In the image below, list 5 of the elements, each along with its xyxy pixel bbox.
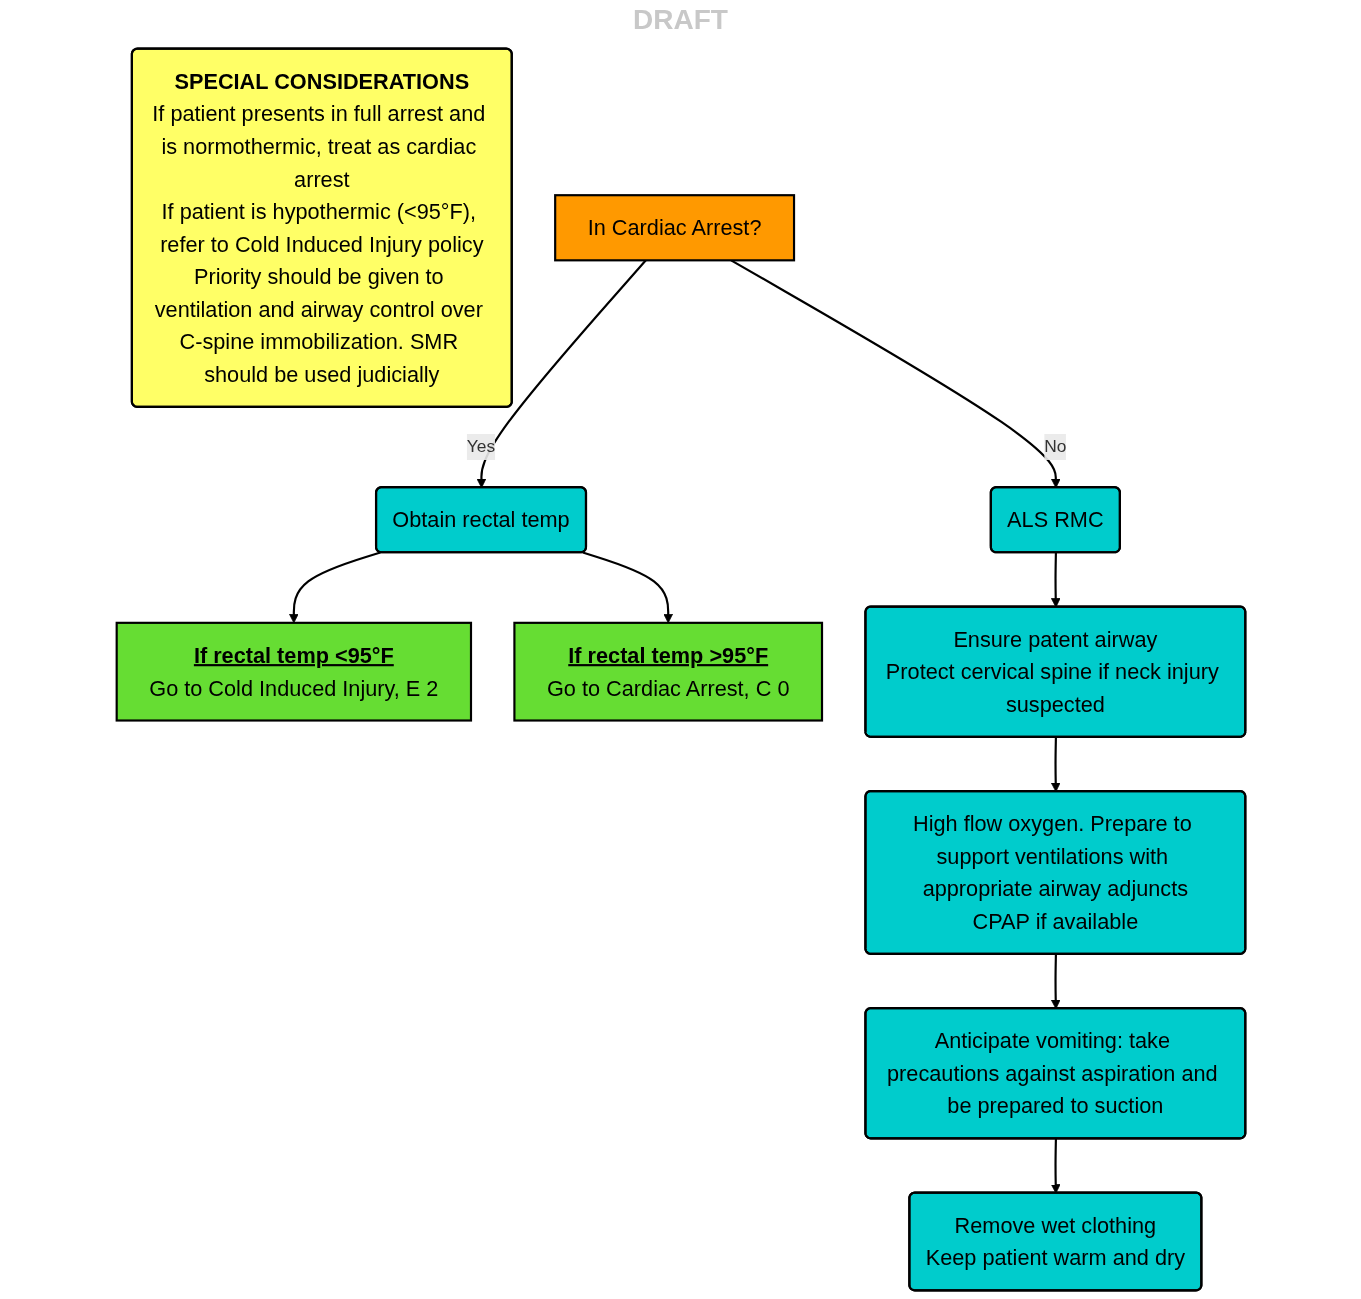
node-box: In Cardiac Arrest? <box>553 194 795 262</box>
node-box: If rectal temp <95°F Go to Cold Induced Injury, E 2 <box>115 621 472 722</box>
edge-label: Yes <box>466 437 495 456</box>
node-box: If rectal temp >95°F Go to Cardiac Arrest, C 0 <box>512 621 823 722</box>
edge-label: No <box>1043 437 1066 456</box>
